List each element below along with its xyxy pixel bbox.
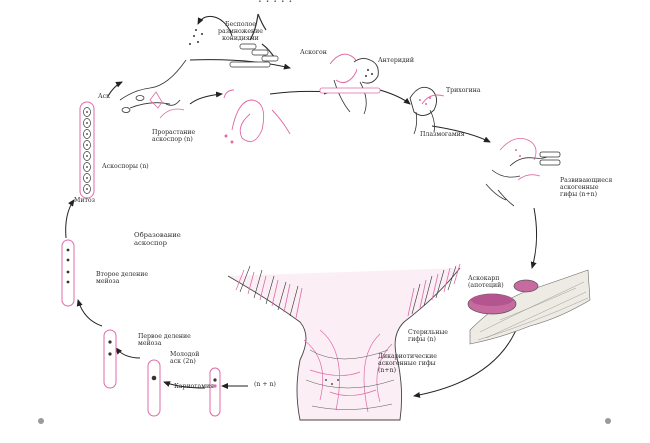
ascocarp-on-substrate [467, 269, 591, 345]
developing-ascogenous-hyphae [485, 137, 561, 207]
arrow-germination-to-ascus-center [189, 91, 223, 105]
pink-hyphal-coil [223, 89, 291, 144]
label-ascocarp: Аскокарп(апотеций) [468, 275, 504, 289]
ascogon-antheridium [319, 53, 381, 115]
label-n-plus-n: (n + n) [254, 381, 276, 388]
cycle-arrows [65, 15, 538, 398]
arrow-germination-to-ascogon [189, 59, 291, 70]
arrow-top-to-asexual [197, 15, 233, 37]
arrow-developing-to-ascocarp [530, 207, 538, 269]
label-mitosis: Митоз [74, 197, 95, 204]
asexual-conidiophore [189, 13, 279, 68]
arrow-ascogon-to-plasmogamy [379, 89, 411, 105]
mature-ascus [79, 101, 95, 199]
arrow-first-to-second [76, 299, 103, 327]
arrow-second-to-mitosis [65, 199, 75, 239]
cropped-top-text: . . . . . [258, 0, 292, 5]
label-plasmogamy: Плазмогамия [420, 131, 465, 138]
carousel-dot-right[interactable] [605, 418, 611, 424]
first-division-ascus [103, 329, 117, 389]
label-ascogon: Аскогон [300, 49, 327, 56]
label-trichogyne: Трихогина [446, 87, 481, 94]
arrow-karyogamy-to-young [163, 381, 206, 389]
arrow-ascocarp-to-section [413, 319, 521, 398]
label-karyogamy: Кариогамия [174, 383, 215, 390]
karyogamy-ascus [209, 367, 221, 417]
carousel-dot-left[interactable] [38, 418, 44, 424]
arrow-young-to-first [115, 347, 141, 359]
arrow-ascus-to-germination [107, 81, 123, 97]
germinating-ascospores [119, 59, 187, 119]
apothecium-section [227, 263, 461, 421]
label-antheridium: Антеридий [378, 57, 415, 64]
arrow-plasmogamy-to-developing [431, 125, 491, 143]
label-ascospores: Аскоспоры (n) [102, 163, 149, 170]
label-ascus: Аск [98, 93, 111, 100]
young-ascus-shape [147, 359, 161, 417]
second-division-ascus [61, 239, 75, 307]
plasmogamy-structure [409, 86, 445, 135]
